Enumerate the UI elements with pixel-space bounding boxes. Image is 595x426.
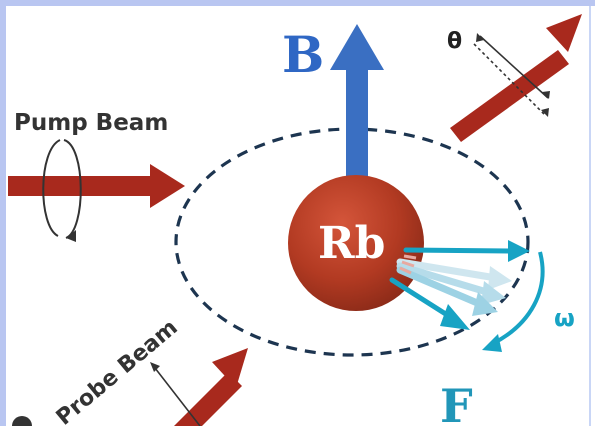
pump-beam-arrow xyxy=(8,164,185,208)
outgoing-beam-arrow xyxy=(450,14,582,142)
rb-magnetometer-diagram: Pump Beam θ Probe Beam B Rb xyxy=(6,6,595,426)
probe-beam-arrow xyxy=(170,348,248,426)
probe-beam-label: Probe Beam xyxy=(52,315,183,426)
spin-vector-f xyxy=(392,280,470,330)
magnetic-field-arrow xyxy=(330,24,384,180)
precession-label: ω xyxy=(554,304,575,332)
atom-label: Rb xyxy=(318,218,385,269)
spin-label: F xyxy=(440,379,473,426)
diagram-canvas: Pump Beam θ Probe Beam B Rb xyxy=(6,6,595,426)
spin-vector-trail xyxy=(400,262,512,316)
magnetic-field-label: B xyxy=(282,25,324,84)
probe-polarization-indicator xyxy=(150,362,200,426)
probe-beam-bullet xyxy=(12,416,32,426)
theta-label: θ xyxy=(447,29,462,54)
pump-beam-label: Pump Beam xyxy=(14,110,168,136)
spin-vector-current xyxy=(406,240,530,262)
